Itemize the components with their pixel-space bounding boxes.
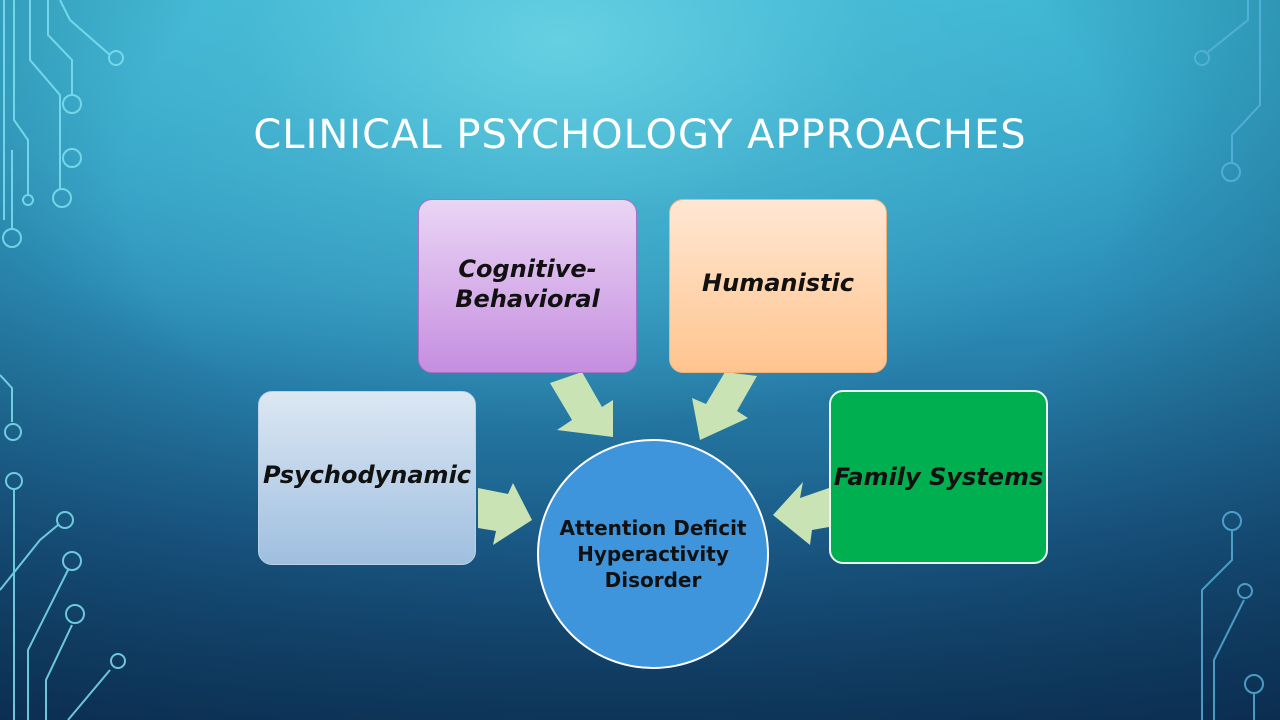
humanistic-box: Humanistic [669,199,887,373]
family-systems-box: Family Systems [829,390,1048,564]
psychodynamic-label: Psychodynamic [262,461,472,489]
slide-title: CLINICAL PSYCHOLOGY APPROACHES [253,112,1027,158]
psychodynamic-box: Psychodynamic [258,391,476,565]
cognitive-behavioral-label-line2: Behavioral [455,285,600,313]
cognitive-behavioral-label-line1: Cognitive- [458,255,597,283]
family-systems-label: Family Systems [833,463,1044,491]
humanistic-label: Humanistic [702,269,854,297]
cognitive-behavioral-box: Cognitive- Behavioral [418,199,637,373]
center-label: Attention Deficit Hyperactivity Disorder [559,516,747,592]
center-circle: Attention Deficit Hyperactivity Disorder [537,439,769,669]
